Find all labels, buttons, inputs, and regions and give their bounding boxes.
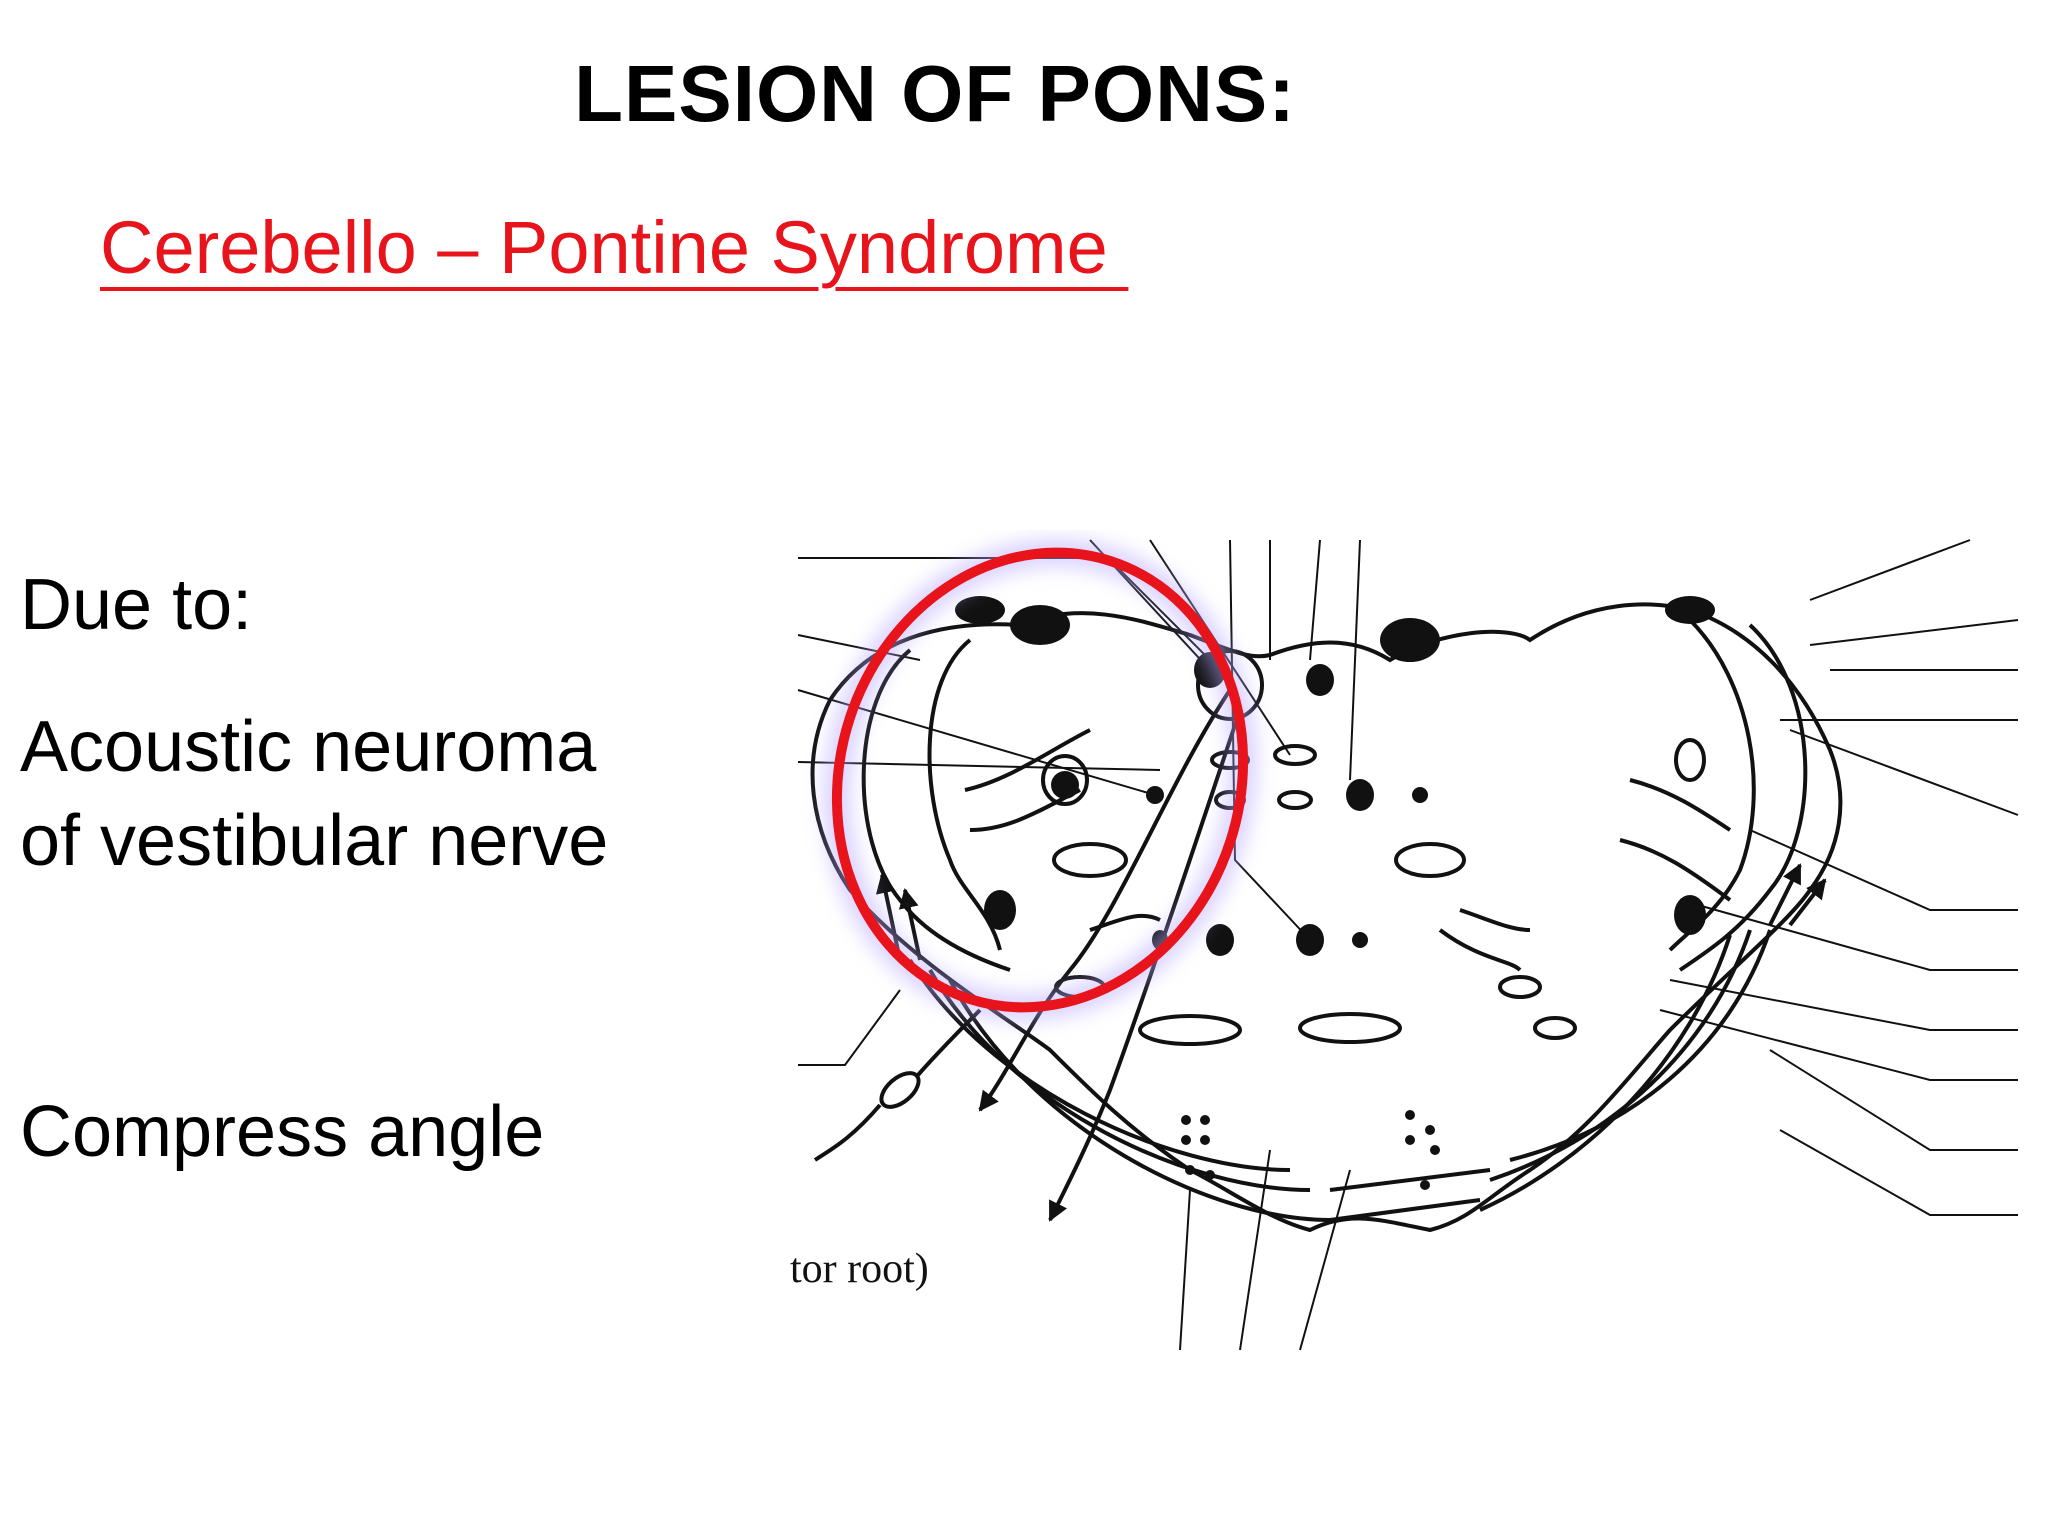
pons-cross-section-diagram: tor root) [790,539,2019,1351]
fiber-tracts [908,929,1772,1222]
cause-line-1: Acoustic neuroma [20,707,597,787]
slide-title: LESION OF PONS: [574,49,1296,138]
motor-root-label-fragment: tor root) [790,1246,929,1292]
ganglion [813,1008,982,1162]
cause-text: Acoustic neuroma of vestibular nerve [20,700,608,888]
small-dots [1181,1110,1440,1190]
tract-arrows [875,688,1827,1222]
highlight-circle [823,539,1257,1021]
due-to-label: Due to: [20,565,253,645]
cause-line-2: of vestibular nerve [20,801,609,881]
nuclei-filled [955,596,1715,956]
compress-angle-text: Compress angle [20,1092,545,1172]
slide-subtitle: Cerebello – Pontine Syndrome [100,206,1129,289]
